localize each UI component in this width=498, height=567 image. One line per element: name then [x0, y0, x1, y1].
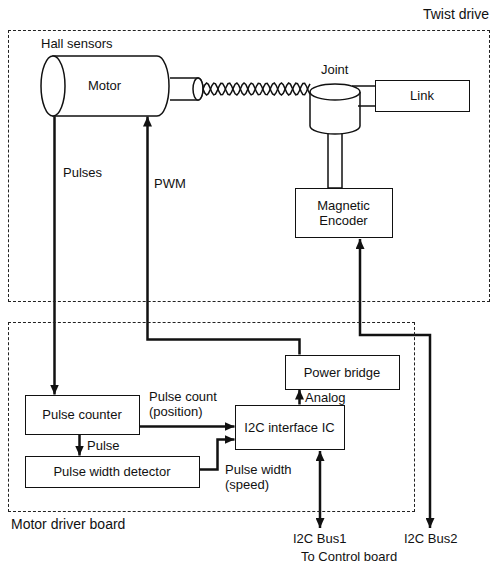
part-label: Joint: [320, 62, 349, 77]
signal-label: Pulse: [86, 438, 121, 453]
signal-arrow: [140, 425, 235, 428]
motor-cylinder: Motor: [40, 55, 170, 117]
joint-pulley: [310, 84, 360, 188]
region-title: Motor driver board: [11, 517, 125, 532]
signal-arrow: [148, 117, 300, 355]
process-box: I2C interface IC: [235, 405, 345, 450]
node-label: Magnetic Encoder: [296, 198, 392, 228]
motor-shaft: [170, 78, 203, 100]
signal-label: Analog: [304, 390, 346, 405]
i2c-bus1-wire: [319, 451, 322, 528]
part-label: Hall sensors: [40, 36, 114, 51]
node-label: Power bridge: [300, 365, 385, 380]
node-label: Pulse width detector: [49, 464, 174, 479]
process-box: Pulse counter: [25, 395, 140, 435]
part-label: To Control board: [300, 549, 398, 564]
part-label: I2C Bus2: [403, 531, 458, 546]
signal-label: PWM: [153, 176, 187, 191]
node-label: I2C interface IC: [240, 420, 338, 435]
node-label: Pulse counter: [38, 407, 126, 422]
signal-arrow: [298, 390, 301, 405]
node-label: Motor: [84, 78, 125, 93]
region-title: Twist drive: [423, 7, 489, 22]
signal-label: Pulses: [62, 165, 103, 180]
process-box: Pulse width detector: [25, 456, 200, 488]
process-box: Power bridge: [285, 355, 400, 390]
twisted-strings: [203, 83, 310, 95]
link-box: Link: [375, 80, 470, 112]
signal-arrow: [53, 117, 56, 395]
part-label: I2C Bus1: [292, 531, 347, 546]
node-label: Link: [406, 88, 438, 103]
link-arm: [352, 86, 375, 106]
encoder-box: Magnetic Encoder: [295, 188, 393, 238]
signal-label: Pulse width (speed): [224, 462, 308, 492]
signal-label: Pulse count (position): [148, 389, 232, 419]
signal-arrow: [78, 435, 81, 456]
